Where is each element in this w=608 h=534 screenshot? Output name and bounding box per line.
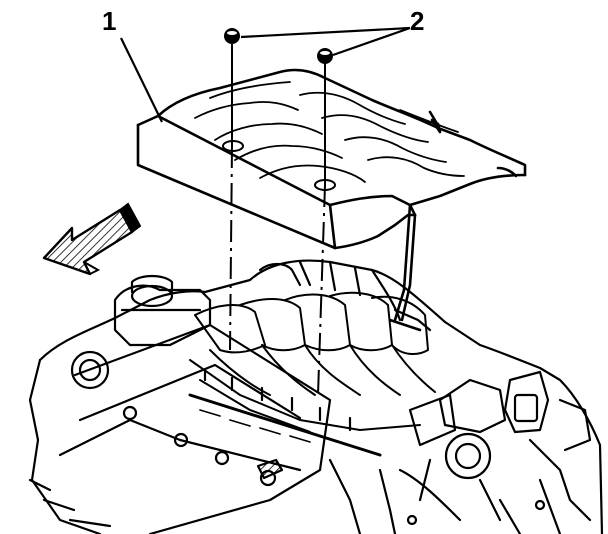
engine-cover <box>136 68 527 332</box>
cover-nut-right <box>317 48 333 64</box>
callout-leaders <box>120 26 411 123</box>
engine-assembly <box>28 259 604 534</box>
cover-nut-left <box>224 28 240 44</box>
front-direction-arrow-icon <box>42 202 142 276</box>
callout-2: 2 <box>410 6 424 36</box>
stud-centerlines <box>229 44 326 396</box>
callout-1: 1 <box>102 6 116 36</box>
